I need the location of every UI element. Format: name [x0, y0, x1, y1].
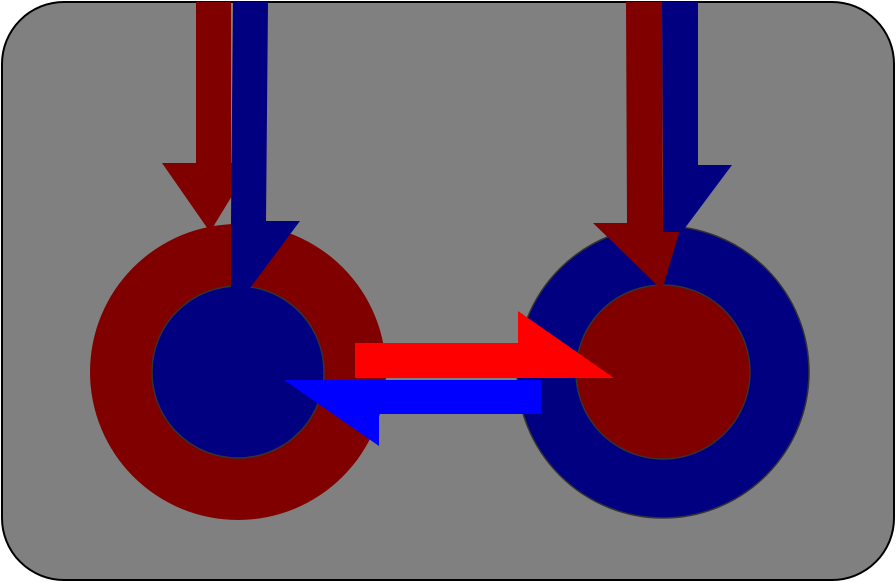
right-navy-down-arrow: [662, 2, 732, 232]
right-dark-red-down-arrow: [593, 2, 682, 290]
left-navy-down-arrow: [231, 2, 300, 288]
left-node: [90, 224, 386, 520]
left-node-inner-disc: [151, 285, 325, 459]
blue-left-arrow: [284, 380, 541, 446]
red-right-arrow: [355, 311, 614, 378]
left-dark-red-down-arrow: [162, 2, 252, 232]
